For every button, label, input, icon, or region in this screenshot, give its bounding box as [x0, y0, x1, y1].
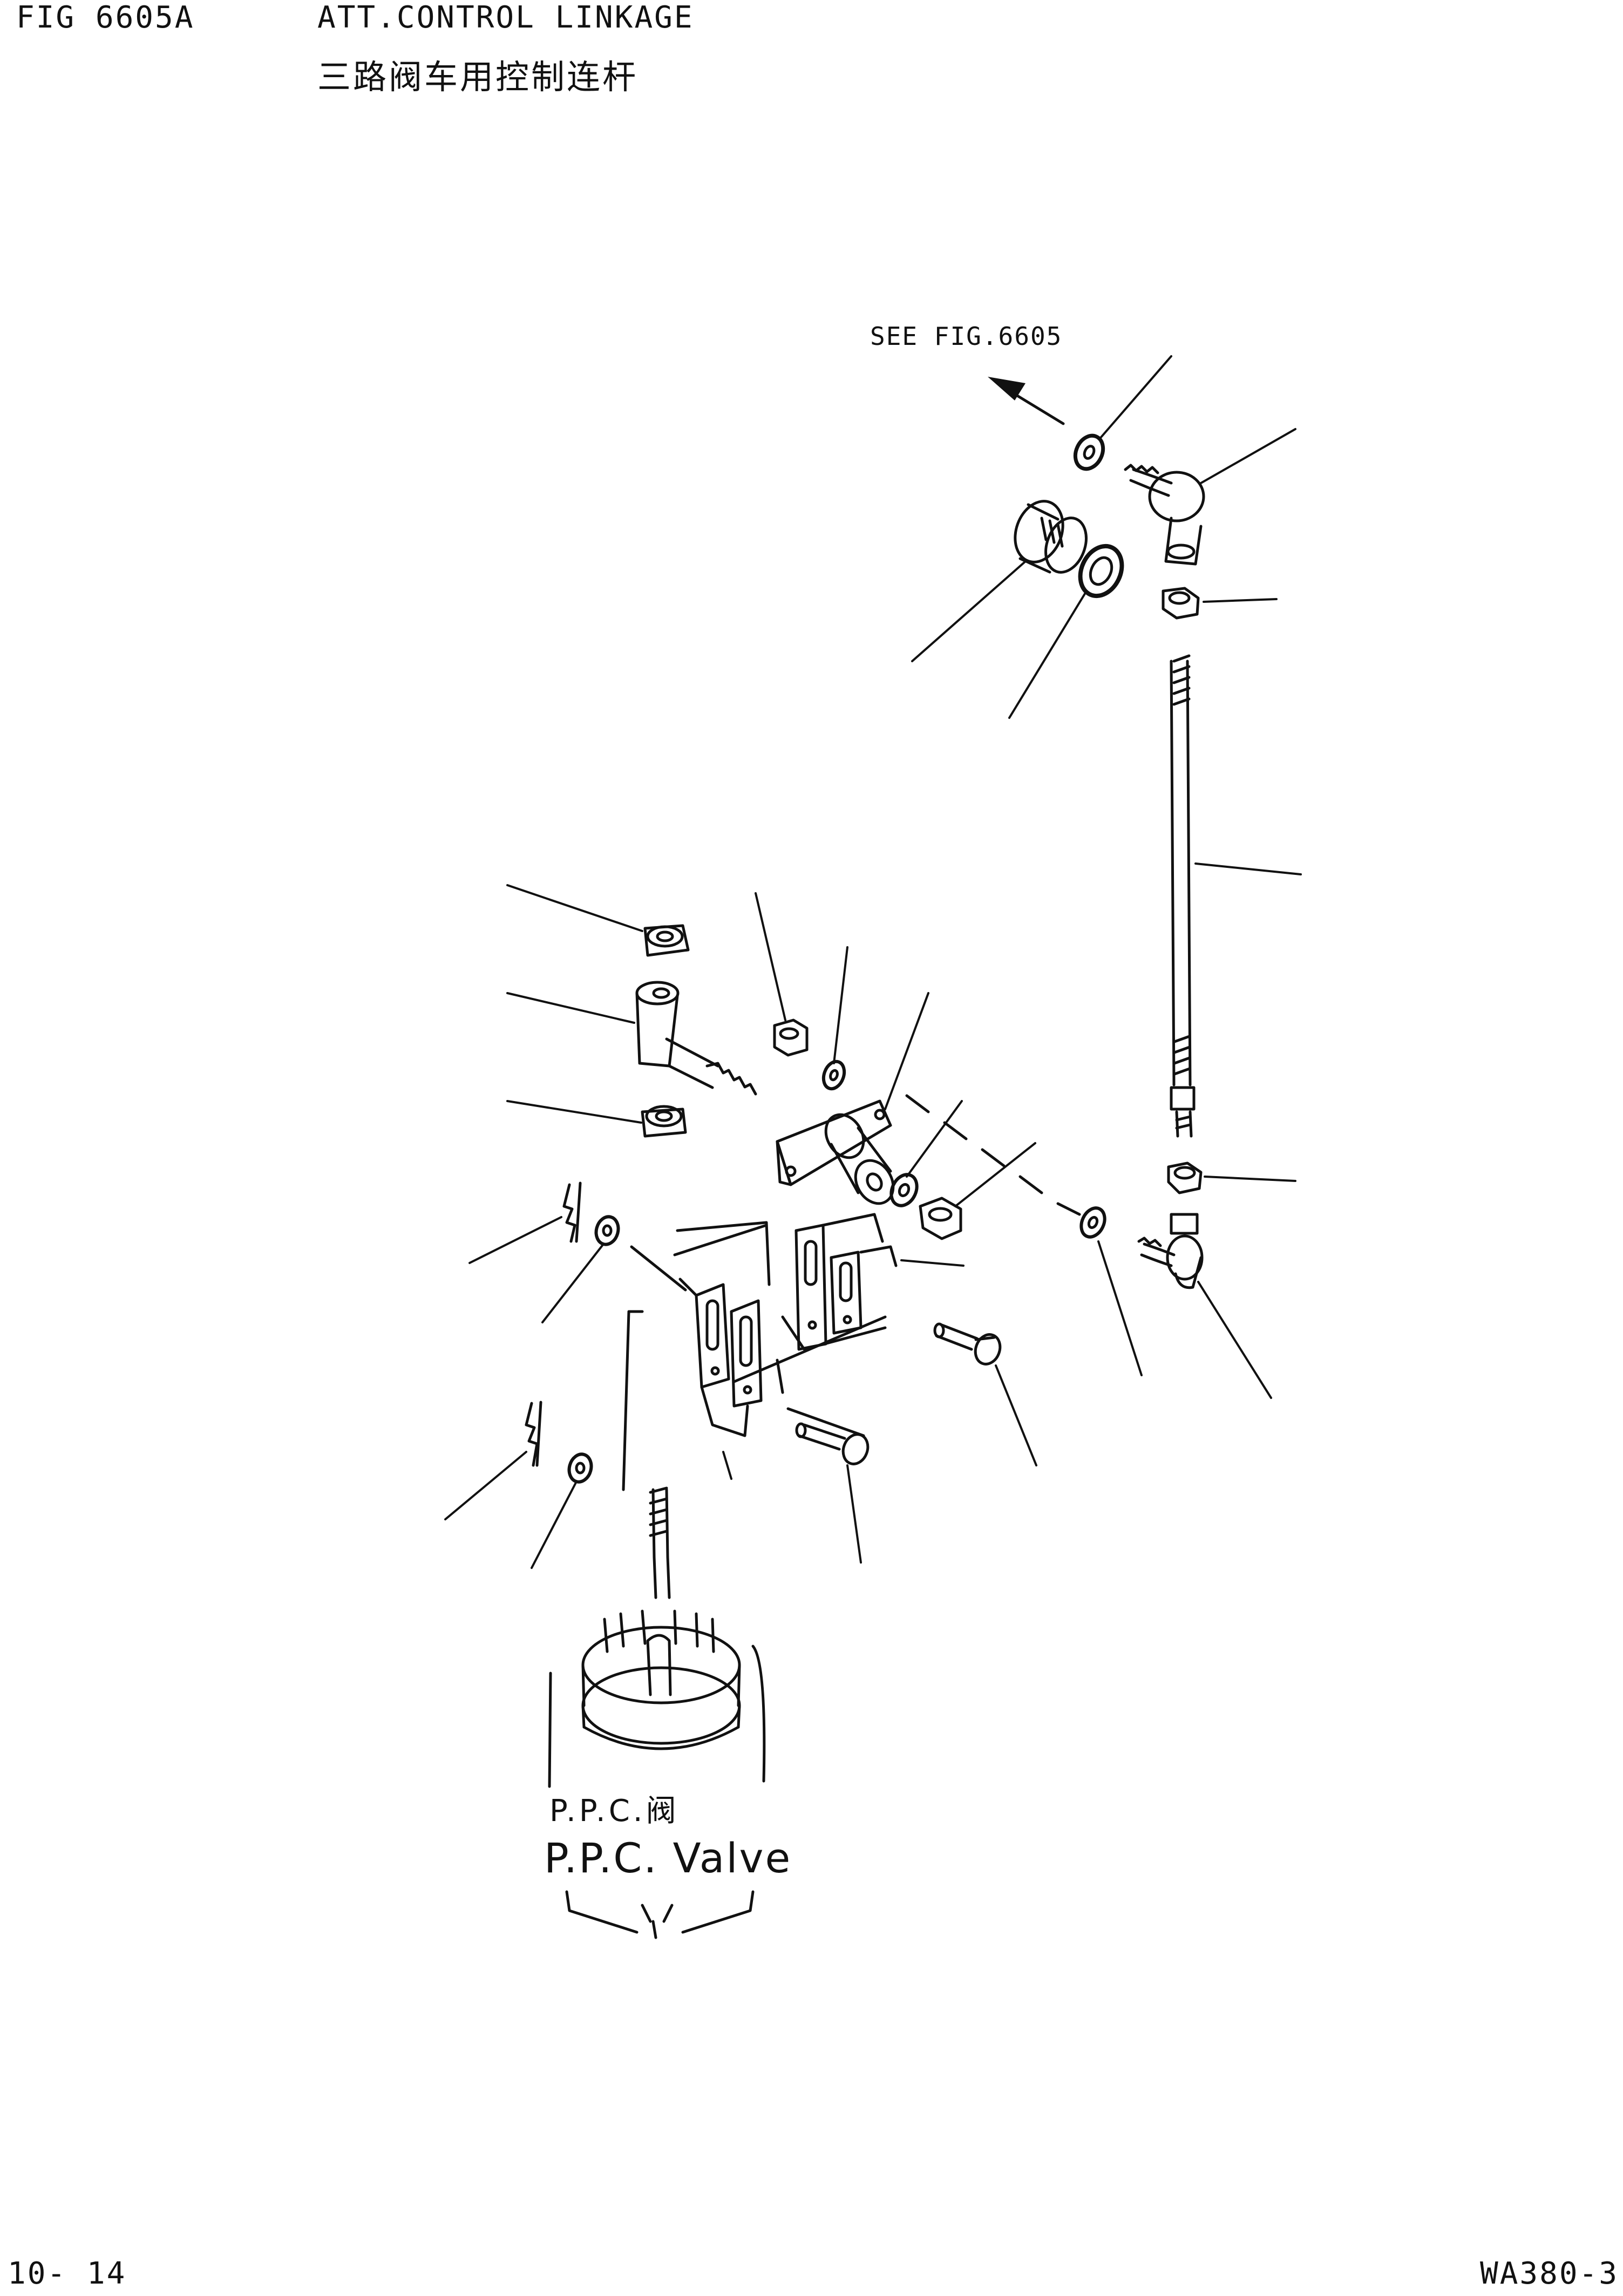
- figure-title: ATT.CONTROL LINKAGE: [317, 0, 694, 35]
- axis-dashed: [907, 1096, 1079, 1214]
- lever-bracket-right: [783, 1214, 896, 1349]
- ppc-valve-label: P.P.C. Valve: [544, 1834, 792, 1882]
- bearing: [1072, 539, 1130, 602]
- valve-base-dashed: [567, 1892, 753, 1938]
- washer-small: [820, 1058, 848, 1091]
- ppc-valve-label-cn: P.P.C.阀: [549, 1794, 680, 1829]
- cotter-pin-upper: [564, 1183, 580, 1241]
- threaded-rod: [1171, 656, 1194, 1136]
- nut-left-top: [645, 926, 688, 955]
- nut-center: [920, 1198, 961, 1239]
- assembly-dashed: [623, 1222, 885, 1490]
- page-number: 10- 14: [8, 2256, 127, 2291]
- washer-left-lower: [566, 1452, 594, 1485]
- lever-bracket-left: [696, 1285, 761, 1436]
- nut-left-middle: [642, 1106, 685, 1136]
- figure-title-chinese: 三路阀车用控制连杆: [317, 57, 639, 97]
- cotter-pin-lower: [526, 1402, 541, 1465]
- leader-lines: [445, 356, 1301, 1568]
- valve-rod: [650, 1488, 669, 1598]
- nut-small: [775, 1020, 807, 1055]
- model-number: WA380-3: [1479, 2256, 1619, 2291]
- figure-number: FIG 6605A: [16, 0, 195, 35]
- ppc-valve: [549, 1611, 764, 1786]
- ball-joint-lower: [1139, 1214, 1202, 1288]
- washer-upper: [1070, 431, 1109, 473]
- clevis-pin-lower: [797, 1424, 872, 1468]
- washer-center: [886, 1171, 921, 1210]
- nut-rod-lower: [1169, 1163, 1201, 1193]
- clevis-pin-upper: [935, 1324, 1004, 1368]
- nut-rod-upper: [1163, 588, 1198, 618]
- ball-joint-upper: [1125, 465, 1204, 564]
- rod-end-left: [637, 982, 756, 1094]
- washer-lower-right: [1077, 1204, 1109, 1241]
- washer-left-upper: [593, 1214, 621, 1247]
- reference-arrow: [988, 377, 1063, 424]
- mounting-plate: [777, 1101, 901, 1210]
- see-figure-reference[interactable]: SEE FIG.6605: [870, 322, 1063, 351]
